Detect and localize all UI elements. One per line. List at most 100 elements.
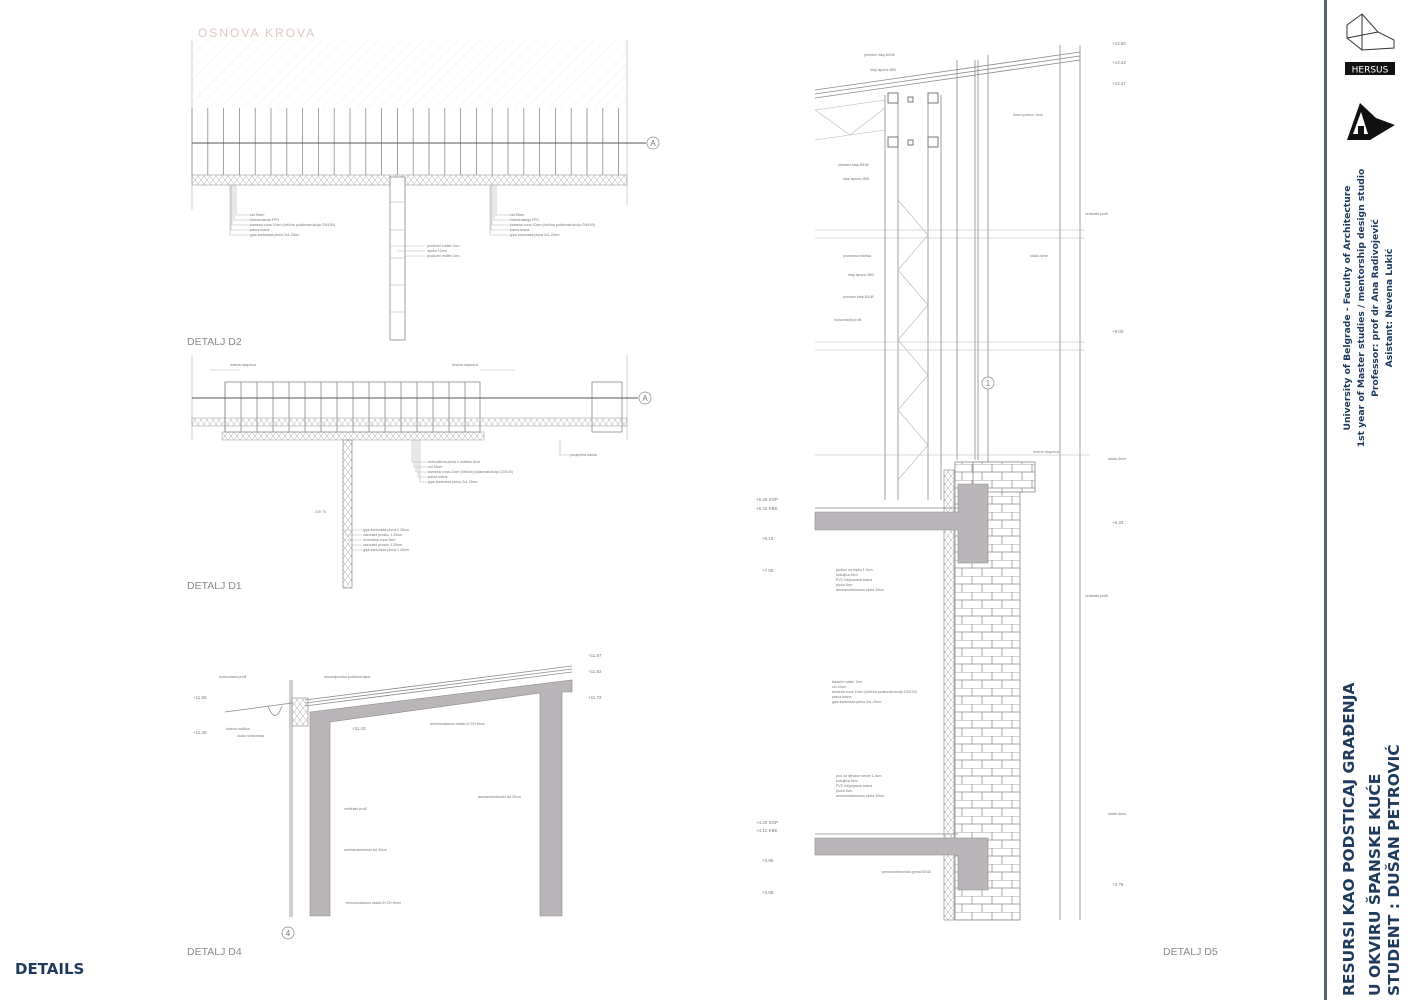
svg-text:hidroizolacija FPO: hidroizolacija FPO — [510, 218, 539, 222]
partition-wall — [342, 439, 353, 589]
svg-text:parapetna daska: parapetna daska — [570, 453, 597, 457]
axis-label: A — [650, 139, 656, 148]
svg-text:+6.33: +6.33 — [1112, 520, 1124, 525]
roof-hatch-area — [192, 40, 627, 108]
svg-text:+3.58: +3.58 — [762, 890, 774, 895]
d2-annotations-left: zid 59cm hidroizolacija FPO kamena vuna … — [229, 185, 335, 237]
project-title-line-1: RESURSI KAO PODSTICAJ GRAĐENJA — [1340, 682, 1358, 996]
detail-d1: A limena okapnica limena okapnica dekora… — [187, 355, 652, 592]
svg-text:+11.40: +11.40 — [193, 730, 207, 735]
svg-text:produžni malter 2cm: produžni malter 2cm — [427, 244, 460, 248]
svg-text:oluka horizontala: oluka horizontala — [237, 734, 264, 738]
d2-annotations-right: zid 59cm hidroizolacija FPO kamena vuna … — [489, 185, 595, 237]
svg-text:zid 59cm: zid 59cm — [428, 465, 442, 469]
assistant-text: Asistant: Nevena Lukić — [1384, 248, 1395, 367]
svg-text:staklo 6mm: staklo 6mm — [1108, 457, 1126, 461]
svg-text:vertikalni profil: vertikalni profil — [1085, 594, 1108, 598]
svg-text:košuljica 5cm: košuljica 5cm — [836, 779, 858, 783]
project-title-line-2: U OKVIRU ŠPANSKE KUĆE — [1365, 774, 1384, 996]
svg-text:armiranobetonski zid 30cm: armiranobetonski zid 30cm — [344, 848, 387, 852]
svg-text:PVC folija/parna brana: PVC folija/parna brana — [836, 578, 872, 582]
detail-d2: OSNOVA KROVA A zid 59cm hidroizolacija F… — [187, 26, 660, 348]
detail-d4: 4 +11.97 +11.92 +11.72 +11.50 +11.40 +11… — [187, 653, 602, 958]
svg-text:termoizolaciono staklo 6+22+6m: termoizolaciono staklo 6+22+6mm — [346, 901, 401, 905]
svg-text:vertikalni profil: vertikalni profil — [344, 807, 367, 811]
svg-text:parna brana: parna brana — [510, 228, 529, 232]
svg-text:CW 75: CW 75 — [315, 510, 326, 514]
svg-text:fasadni malter 2cm: fasadni malter 2cm — [832, 680, 862, 684]
d1-annotations-wall: gips-kartonska ploča 1.25cm vazdušni pro… — [343, 528, 409, 552]
svg-text:gips-kartonska ploča 2x1.25cm: gips-kartonska ploča 2x1.25cm — [832, 700, 882, 704]
svg-text:vazdušni prostor 1.25cm: vazdušni prostor 1.25cm — [363, 533, 402, 537]
detail-d5: 1 +13.60 +13.42 +13.37 +9.00 +6.40 KOP +… — [756, 41, 1218, 958]
svg-text:dekorativna ploča u malteru 6c: dekorativna ploča u malteru 6cm — [428, 460, 480, 464]
svg-text:pločice na lepku 1.5cm: pločice na lepku 1.5cm — [836, 568, 873, 572]
svg-text:vertikalni profil: vertikalni profil — [1085, 212, 1108, 216]
axis-marker-a — [646, 136, 660, 150]
svg-text:+4.20 KOP: +4.20 KOP — [756, 820, 778, 825]
axis-marker-a — [638, 391, 652, 405]
svg-text:+6.40 KOP: +6.40 KOP — [756, 497, 778, 502]
svg-text:armiranobetonska ploča 15cm: armiranobetonska ploča 15cm — [836, 588, 884, 592]
svg-text:+11.92: +11.92 — [588, 669, 602, 674]
svg-text:primarni štap Ø108: primarni štap Ø108 — [864, 53, 895, 57]
svg-text:košuljica 5cm: košuljica 5cm — [836, 573, 858, 577]
hersus-logo-icon: HERSUS — [1345, 13, 1395, 76]
svg-text:staklo 6mm: staklo 6mm — [1030, 254, 1048, 258]
title-block-divider — [1324, 0, 1327, 1000]
axis-label: A — [642, 394, 648, 403]
title-block: HERSUS University of Belgrade - Faculty … — [1324, 0, 1403, 1000]
axis-label: 4 — [286, 929, 291, 938]
svg-text:opeka 12cm: opeka 12cm — [427, 249, 447, 253]
detail-d5-label: DETALJ D5 — [1163, 946, 1218, 958]
svg-text:gips-kartonska ploča 2x1.25cm: gips-kartonska ploča 2x1.25cm — [510, 233, 560, 237]
svg-text:zid 59cm: zid 59cm — [510, 213, 524, 217]
svg-text:+7.00: +7.00 — [762, 568, 774, 573]
svg-text:+4.12 KBK: +4.12 KBK — [756, 828, 778, 833]
svg-text:primarni štap Ø108: primarni štap Ø108 — [838, 163, 869, 167]
svg-text:+11.97: +11.97 — [588, 653, 602, 658]
svg-text:armiranobetonska ploča 15cm: armiranobetonska ploča 15cm — [836, 794, 884, 798]
svg-text:štap ispune Ø50: štap ispune Ø50 — [843, 177, 869, 181]
svg-text:+6.32 KBK: +6.32 KBK — [756, 506, 778, 511]
svg-text:limena okapnica: limena okapnica — [452, 363, 478, 367]
svg-text:pod od lijevane smole 1.5cm: pod od lijevane smole 1.5cm — [836, 774, 882, 778]
concrete-frame — [309, 679, 573, 917]
svg-text:vazdušni prostor 1.25cm: vazdušni prostor 1.25cm — [363, 543, 402, 547]
svg-text:kamena vuna 10cm (čelična podk: kamena vuna 10cm (čelična podkonstrukcij… — [832, 690, 917, 694]
d5-annotations: primarni štap Ø108 štap ispune Ø50 prima… — [832, 53, 1126, 874]
svg-text:armiranobetonska greda 50/45: armiranobetonska greda 50/45 — [882, 870, 931, 874]
d4-annotations: horizontalni profil aluminijumska podriv… — [219, 675, 521, 905]
svg-text:+11.43: +11.43 — [352, 726, 366, 731]
svg-text:+11.72: +11.72 — [588, 695, 602, 700]
svg-text:+11.50: +11.50 — [193, 695, 207, 700]
svg-text:termoizolaciono staklo 6+22+6m: termoizolaciono staklo 6+22+6mm — [430, 722, 485, 726]
svg-text:hidroizolacija FPO: hidroizolacija FPO — [250, 218, 279, 222]
partition-wall — [389, 176, 406, 341]
axis-marker-1 — [981, 376, 995, 390]
detail-d1-label: DETALJ D1 — [187, 580, 242, 592]
svg-text:limena okapnica: limena okapnica — [230, 363, 256, 367]
detail-d4-label: DETALJ D4 — [187, 946, 242, 958]
professor-text: Professor: prof dr Ana Radivojević — [1370, 219, 1381, 397]
svg-text:kamena vuna 10cm (čelična podk: kamena vuna 10cm (čelična podkonstrukcij… — [250, 223, 335, 227]
svg-text:horizontalni profil: horizontalni profil — [219, 675, 246, 679]
svg-text:parna brana: parna brana — [250, 228, 269, 232]
d2-annotations-wall: produžni malter 2cm opeka 12cm produžni … — [390, 244, 460, 258]
svg-text:HERSUS: HERSUS — [1352, 66, 1389, 76]
svg-text:+9.00: +9.00 — [1112, 329, 1124, 334]
svg-text:gips-kartonska ploča 1.25cm: gips-kartonska ploča 1.25cm — [363, 548, 409, 552]
svg-text:ploča 5cm: ploča 5cm — [836, 789, 852, 793]
curtain-wall-mullions — [191, 108, 619, 175]
floor-slab-upper — [814, 483, 989, 564]
svg-text:gips-kartonska ploča 2x1.25cm: gips-kartonska ploča 2x1.25cm — [428, 480, 478, 484]
axis-label: 1 — [986, 379, 991, 388]
insulation-layer — [191, 174, 628, 186]
svg-text:primarni štap Ø108: primarni štap Ø108 — [843, 295, 874, 299]
svg-text:štap ispune Ø50: štap ispune Ø50 — [848, 273, 874, 277]
svg-text:limeni pokrov 1mm: limeni pokrov 1mm — [1013, 113, 1043, 117]
svg-text:produžni malter 2cm: produžni malter 2cm — [427, 254, 460, 258]
d4-levels: +11.97 +11.92 +11.72 +11.50 +11.40 +11.4… — [193, 653, 602, 735]
